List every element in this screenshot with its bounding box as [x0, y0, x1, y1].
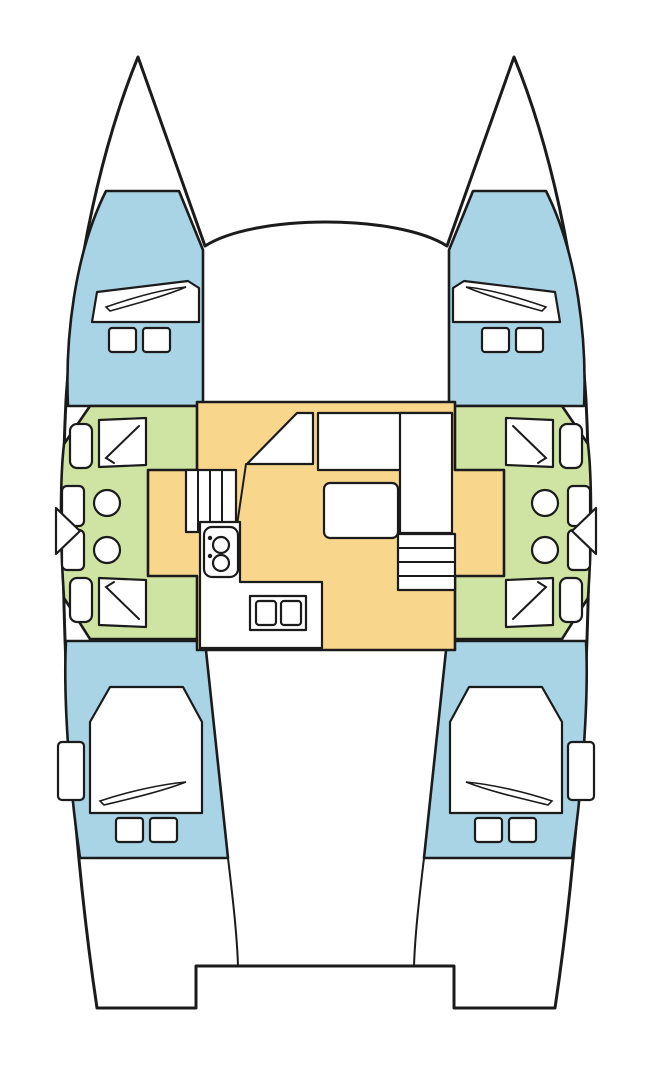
bulkhead-diagonal: [235, 463, 247, 533]
inner-transom-wall: [227, 857, 239, 967]
deck-hatch: [107, 326, 138, 354]
hull-window-triangle: [54, 506, 82, 556]
deck-hatch: [148, 816, 179, 844]
locker-aft: [68, 576, 94, 624]
shower-door-swing-aft: [104, 581, 140, 620]
salon: [146, 400, 506, 652]
toilet-fore: [92, 488, 122, 518]
sink-basin: [211, 553, 231, 573]
deck-hatch: [114, 816, 145, 844]
port-hull: [54, 189, 239, 967]
locker-fore: [68, 422, 94, 470]
stove-burner: [254, 599, 278, 627]
deck-hatch: [141, 326, 172, 354]
toilet-aft: [92, 535, 122, 565]
side-settee: [398, 411, 454, 535]
port-aft-berth: [88, 685, 204, 815]
port-forward-pillow: [104, 286, 187, 312]
sink-knob: [207, 553, 213, 559]
port-aft-pillow: [98, 781, 187, 806]
sink-knob: [207, 535, 213, 541]
shower-door-swing-fore: [104, 425, 140, 464]
sink-basin: [211, 535, 231, 555]
aft-stairs: [396, 532, 457, 592]
dining-table: [322, 481, 400, 540]
chart-seat: [245, 411, 315, 466]
stove-burner: [279, 599, 303, 627]
aft-cabin-side-window: [56, 740, 86, 802]
